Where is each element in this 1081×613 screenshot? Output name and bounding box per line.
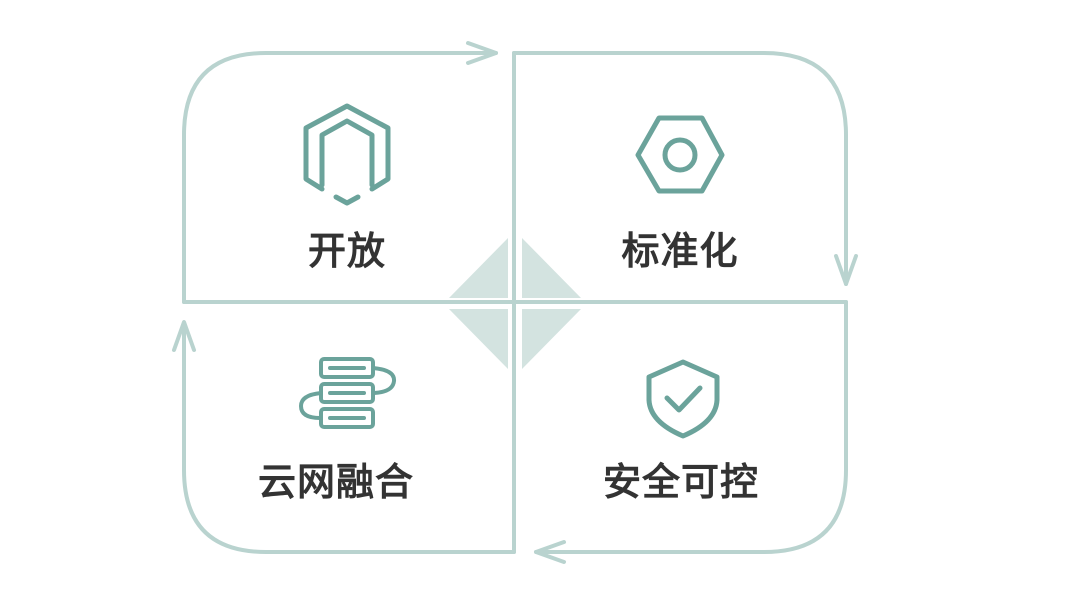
diamond-top-right [522,238,581,298]
frame-top-left [182,51,498,304]
diamond-top-left [449,238,508,298]
stacked-servers-icon [299,357,397,429]
hex-nut-icon [635,115,725,194]
frame-bottom-right [534,300,848,554]
hexagon-outline-icon [303,103,391,206]
shield-check-icon [646,359,720,439]
diamond-bottom-right [522,309,581,369]
arrow-left-icon [534,540,566,564]
quadrant-label-cloud-network-fusion: 云网融合 [257,460,415,504]
cycle-arrows [172,41,858,564]
quadrant-label-open: 开放 [307,229,387,273]
center-diamond [449,238,581,369]
quadrant-label-standardization: 标准化 [621,229,739,273]
quadrant-label-secure-controllable: 安全可控 [602,460,760,504]
arrow-right-icon [466,41,498,65]
frame-top-right [512,51,848,264]
frame-bottom-left [182,324,516,554]
arrow-up-icon [172,320,196,352]
diamond-bottom-left [449,309,508,369]
outer-frame [182,51,848,554]
